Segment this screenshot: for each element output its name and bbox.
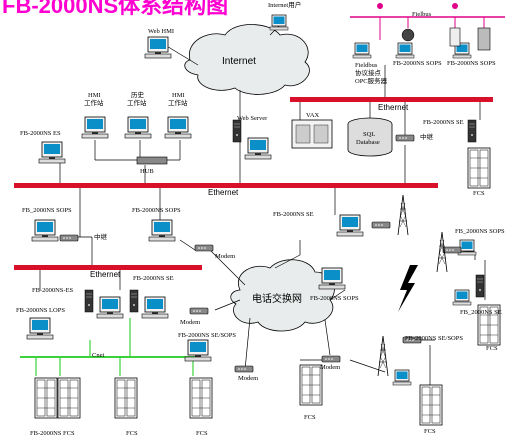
hub-box [136, 156, 168, 165]
se-sops-right-label: FB-2000NS SE/SOPS [405, 335, 463, 342]
fcs-bottom-5-label: FCS [424, 428, 436, 435]
fcs-bottom-left-label: FB-2000NS FCS [30, 430, 75, 437]
fcs-bottom-3-label: FCS [196, 430, 208, 437]
internet-user-pc [269, 14, 289, 31]
se-right-label: FB-2000NS SE [423, 119, 464, 126]
lops-left-label: FB-2000NS LOPS [16, 307, 65, 314]
se-left2-label: FB-2000NS SE [133, 275, 174, 282]
sops-mid2-label: FB-2000NS SOPS [310, 295, 359, 302]
es-left-label: FB-2000NS ES [20, 130, 61, 137]
hist-pc [124, 116, 152, 139]
internet-user-label: Internet用户 [268, 2, 302, 9]
fieldbus-node-pc [352, 42, 372, 59]
se-mid-pc [336, 214, 364, 237]
repeater-right-label: 中继 [420, 134, 433, 141]
fieldbus-node-label: Fieldbus [355, 62, 378, 69]
web-server-pc [244, 137, 272, 160]
hist-a-label: 历史 [131, 92, 144, 99]
fcs-far-right-label: FCS [486, 345, 498, 352]
diagram-title: FB-2000NS体系结构图 [2, 0, 229, 18]
ethernet-left-label: Ethernet [90, 270, 121, 279]
hmi1a-label: HMI [88, 92, 101, 99]
sql-label: SQL [363, 131, 376, 138]
se-sops-mid-pc [184, 339, 212, 362]
fieldbus-node2-label: 协议接点 [355, 70, 381, 77]
internet-cloud [184, 24, 310, 95]
ethernet-right-bus [290, 97, 493, 102]
fcs-right-top-cab [467, 147, 491, 189]
modem2-label: Modem [180, 319, 201, 326]
es-left-pc [38, 141, 66, 164]
fcs-bottom-2-label: FCS [126, 430, 138, 437]
web-hmi-label: Web HMI [148, 28, 175, 35]
wireless-bolt-icon [398, 265, 418, 312]
cnet-label: Cnet [92, 352, 105, 359]
sops-top1-label: FB-2000NS SOPS [393, 60, 442, 67]
fcs-right-top-label: FCS [473, 190, 485, 197]
se-sops-right-pc [392, 369, 412, 386]
sops-mid2-pc [318, 267, 346, 290]
sops-left1-pc [31, 219, 59, 242]
fieldbus-label: Fielbus [412, 11, 432, 18]
se-left2-pc [141, 296, 169, 319]
hmi1-pc [81, 116, 109, 139]
sops-top1-pc [395, 42, 415, 59]
ethernet-left-bus [14, 265, 202, 270]
ethernet-right-label: Ethernet [378, 103, 409, 112]
se-far-right-label: FB_2000NS SE [460, 309, 502, 316]
phone-network-cloud [230, 259, 335, 332]
modem-bottom-label: Modem [320, 364, 341, 371]
modem3-label: Modem [238, 375, 259, 382]
sops-left2-pc [148, 219, 176, 242]
es-left2-pc [96, 296, 124, 319]
ethernet-main-bus [14, 183, 438, 188]
hmi2a-label: HMI [172, 92, 185, 99]
sops-top2-label: FB-2000NS SOPS [447, 60, 496, 67]
database-label: Database [356, 139, 380, 146]
hmi2b-label: 工作站 [168, 100, 188, 107]
hist-b-label: 工作站 [127, 100, 147, 107]
ethernet-main-label: Ethernet [208, 188, 239, 197]
fcs-bottom-4-label: FCS [304, 414, 316, 421]
vax-label: VAX [306, 112, 320, 119]
internet-label: Internet [222, 56, 256, 67]
modem1-label: Modem [215, 253, 236, 260]
web-server-label: Web Server [237, 115, 268, 122]
repeater-left-label: 中继 [94, 234, 107, 241]
opc-server-label: OPC服务器 [355, 78, 388, 85]
sql-database [347, 124, 393, 157]
hmi2-pc [164, 116, 192, 139]
hmi1b-label: 工作站 [84, 100, 104, 107]
sops-far-right-label: FB_2000NS SOPS [455, 228, 505, 235]
se-far-right-pc [452, 289, 472, 306]
sops-left1-label: FB_2000NS SOPS [22, 207, 72, 214]
lops-left-pc [26, 317, 54, 340]
phone-network-label: 电话交换网 [252, 294, 302, 305]
se-mid-label: FB-2000NS SE [273, 211, 314, 218]
se-sops-mid-label: FB-2000NS SE/SOPS [178, 332, 236, 339]
es-left2-label: FB-2000NS-ES [32, 287, 74, 294]
hub-label: HUB [140, 168, 154, 175]
sops-left2-label: FB-2000NS SOPS [132, 207, 181, 214]
web-hmi-pc [144, 36, 172, 59]
